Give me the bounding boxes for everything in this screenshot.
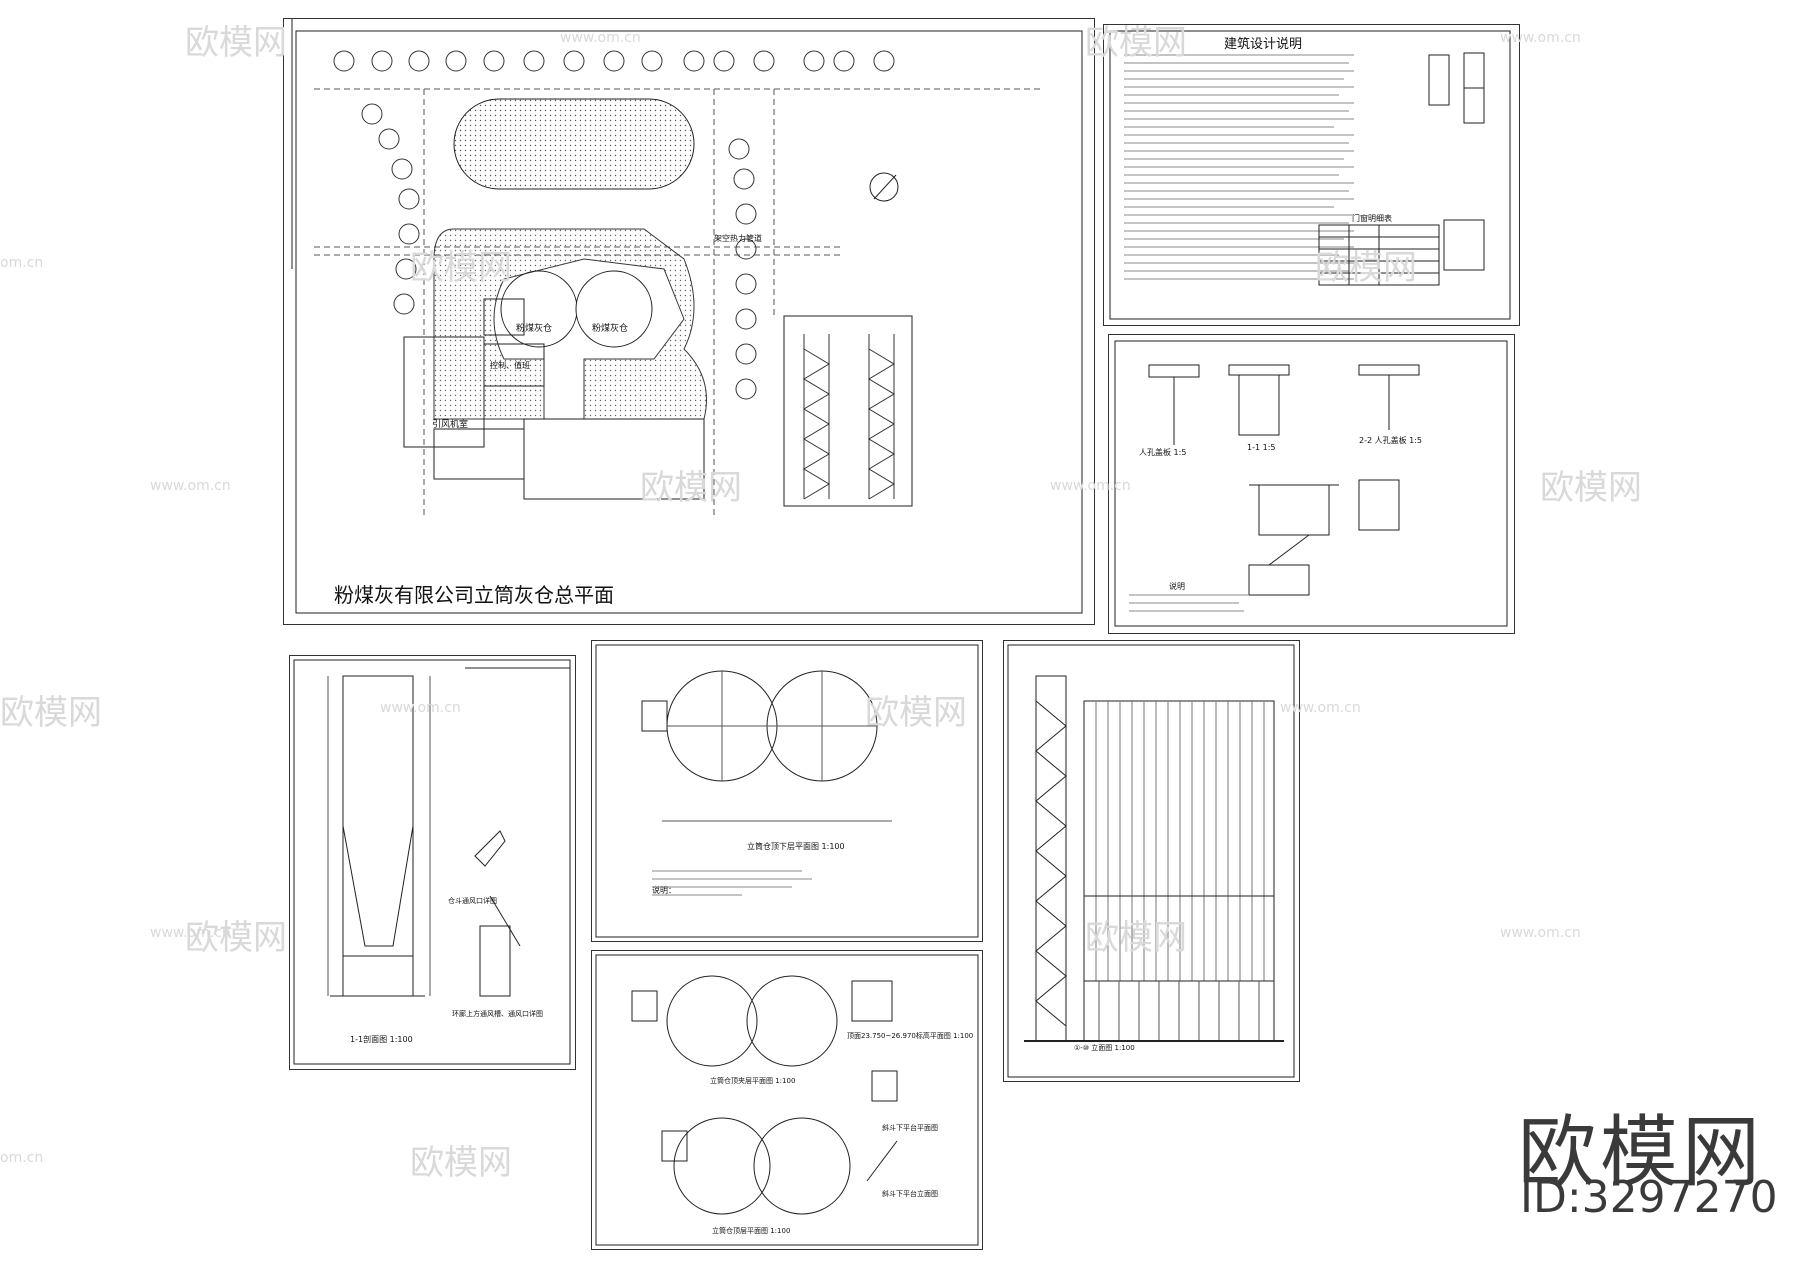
door-table-title: 门窗明细表 [1352,214,1392,223]
detail-drawing [1114,340,1508,627]
watermark-brand-5: 欧模网 [640,468,742,508]
watermark-brand-9: 欧模网 [185,918,287,958]
lower-plan-drawing [595,644,979,938]
lower-plan-notes: 说明： [652,886,676,895]
watermark-url-4: www.om.cn [1050,478,1131,494]
watermark-brand-1: 欧模网 [185,23,287,63]
pipe-label: 架空热力管道 [714,234,762,243]
watermark-brand-2: 欧模网 [1085,23,1187,63]
silo-label-2: 粉煤灰仓 [592,324,629,334]
watermark-brand-3: 欧模网 [410,248,512,288]
watermark-brand-11: 欧模网 [410,1143,512,1183]
watermark-url-8: www.om.cn [1500,925,1581,941]
detail-label-1: 人孔盖板 1:5 [1139,448,1187,457]
section-detail-a: 仓斗通风口详图 [448,897,497,905]
elevation-sheet: ①-⑩ 立面图 1:100 [1003,640,1300,1082]
section-drawing [293,659,571,1065]
section-title: 1-1剖面图 1:100 [350,1035,413,1044]
fan-room-label: 引风机室 [432,420,469,430]
watermark-url-5: www.om.cn [380,700,461,716]
footer-id: ID:3297270 [1520,1172,1778,1223]
watermark-url-1: www.om.cn [560,30,641,46]
watermark-url-9: om.cn [0,255,44,271]
detail-label-2: 1-1 1:5 [1247,443,1276,452]
watermark-url-10: om.cn [0,1150,44,1166]
notes-drawing [1109,30,1511,320]
footer-brand-logo: 欧模网 [1518,1108,1765,1198]
watermark-brand-7: 欧模网 [0,693,102,733]
plans-title-5: 斜斗下平台立面图 [882,1190,938,1198]
elevation-title: ①-⑩ 立面图 1:100 [1074,1044,1135,1052]
plans-title-4: 斜斗下平台平面图 [882,1124,938,1132]
lower-plan-title: 立筒仓顶下层平面图 1:100 [747,842,845,851]
plans-sheet: 立筒仓顶夹层平面图 1:100 立筒仓顶层平面图 1:100 顶面23.750~… [591,950,983,1250]
plans-title-3: 顶面23.750~26.970标高平面图 1:100 [847,1032,974,1040]
watermark-url-3: www.om.cn [150,478,231,494]
plans-title-2: 立筒仓顶层平面图 1:100 [712,1227,791,1235]
plans-title-1: 立筒仓顶夹层平面图 1:100 [710,1077,796,1085]
site-plan-title: 粉煤灰有限公司立筒灰仓总平面 [334,583,614,607]
watermark-brand-10: 欧模网 [1085,918,1187,958]
section-sheet: 1-1剖面图 1:100 仓斗通风口详图 环廊上方通风槽、通风口详图 [289,655,576,1070]
section-detail-b: 环廊上方通风槽、通风口详图 [452,1010,543,1018]
notes-sheet: 建筑设计说明 门窗明细表 [1103,24,1520,326]
watermark-url-2: www.om.cn [1500,30,1581,46]
silo-label-1: 粉煤灰仓 [516,324,553,334]
watermark-brand-4: 欧模网 [1315,248,1417,288]
control-room-label: 控制、值班 [490,361,530,370]
detail-sheet: 人孔盖板 1:5 1-1 1:5 2-2 人孔盖板 1:5 说明 [1108,334,1515,634]
site-plan-sheet: 粉煤灰有限公司立筒灰仓总平面 粉煤灰仓 粉煤灰仓 引风机室 控制、值班 架空热力… [283,18,1095,625]
watermark-brand-8: 欧模网 [865,693,967,733]
elevation-drawing [1007,644,1295,1078]
plans-drawing [595,954,979,1246]
detail-label-3: 2-2 人孔盖板 1:5 [1359,436,1423,445]
watermark-brand-6: 欧模网 [1540,468,1642,508]
lower-plan-sheet: 立筒仓顶下层平面图 1:100 说明： [591,640,983,942]
detail-notes-title: 说明 [1169,582,1185,591]
site-plan-drawing [291,19,1083,614]
notes-title: 建筑设计说明 [1224,37,1303,52]
watermark-url-6: www.om.cn [1280,700,1361,716]
watermark-url-7: www.om.cn [150,925,231,941]
